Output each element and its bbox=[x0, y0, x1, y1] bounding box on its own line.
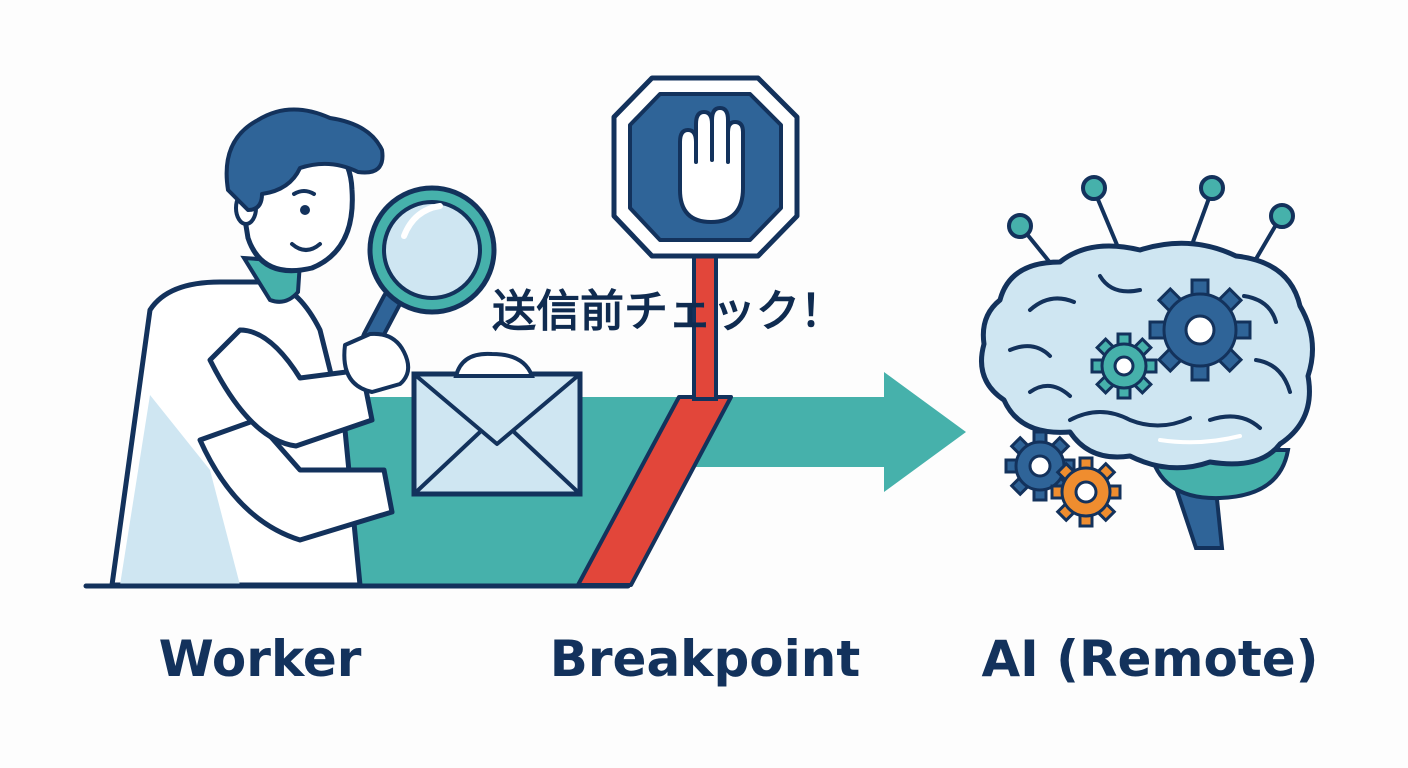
breakpoint-label: Breakpoint bbox=[549, 630, 861, 688]
envelope-icon bbox=[411, 351, 583, 497]
pre-send-check-callout: 送信前チェック！ bbox=[492, 286, 844, 337]
worker-label: Worker bbox=[158, 630, 362, 688]
worker-person-icon bbox=[109, 107, 395, 588]
magnifying-glass-icon bbox=[342, 185, 497, 394]
ai-remote-label: AI (Remote) bbox=[981, 630, 1319, 688]
stop-sign-hand-icon bbox=[611, 75, 800, 259]
gear-icon bbox=[1004, 278, 1252, 528]
